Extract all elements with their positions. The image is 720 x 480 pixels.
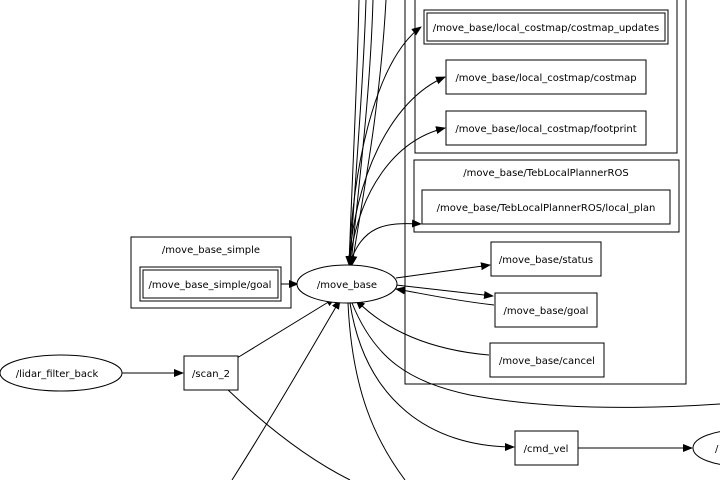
topic-move-base-simple-goal[interactable]: /move_base_simple/goal <box>139 266 282 302</box>
edge-cancel-to-move-base <box>355 299 490 356</box>
topic-label: /move_base/local_costmap/footprint <box>455 124 636 135</box>
edge-upstream-4 <box>349 0 387 266</box>
cluster-move-base-simple: /move_base_simple <box>130 236 292 309</box>
node-label: / <box>715 444 719 455</box>
edge-move-base-to-status <box>395 262 491 279</box>
topic-goal[interactable]: /move_base/goal <box>494 292 598 328</box>
cluster-teb-local-planner: /move_base/TebLocalPlannerROS <box>413 159 680 233</box>
topic-label: /move_base/local_costmap/costmap <box>455 73 636 84</box>
topic-cancel[interactable]: /move_base/cancel <box>489 342 605 378</box>
topic-label: /move_base_simple/goal <box>149 280 272 291</box>
topic-label: /move_base/TebLocalPlannerROS/local_plan <box>437 203 656 214</box>
edge-scan-2-offscreen <box>226 388 351 480</box>
edge-goal-to-move-base <box>395 286 495 306</box>
topic-local-costmap-updates[interactable]: /move_base/local_costmap/costmap_updates <box>423 9 669 45</box>
edge-upstream-3 <box>347 0 374 266</box>
topic-teb-local-plan[interactable]: /move_base/TebLocalPlannerROS/local_plan <box>421 189 671 225</box>
edge-move-base-to-costmap-updates <box>348 26 422 267</box>
edge-bottom-left-to-move-base <box>231 299 341 480</box>
node-partial-right[interactable]: / <box>692 430 720 466</box>
edge-move-base-long-right <box>351 302 720 408</box>
node-move-base[interactable]: /move_base <box>296 264 398 304</box>
topic-label: /move_base/goal <box>504 306 589 317</box>
edge-move-base-to-goal <box>395 284 494 299</box>
topic-label: /move_base/local_costmap/costmap_updates <box>433 23 660 34</box>
cluster-move-base <box>404 0 687 385</box>
topic-local-footprint[interactable]: /move_base/local_costmap/footprint <box>445 110 647 146</box>
edge-move-base-to-local-plan <box>348 219 422 267</box>
topic-status[interactable]: /move_base/status <box>490 241 602 277</box>
cluster-local-costmap <box>414 0 678 154</box>
topic-local-costmap[interactable]: /move_base/local_costmap/costmap <box>445 59 647 95</box>
topic-label: /move_base/cancel <box>499 356 595 367</box>
edge-move-base-bottom <box>347 302 406 480</box>
node-label: /lidar_filter_back <box>16 369 99 380</box>
edge-upstream-1 <box>345 0 360 266</box>
edge-move-base-to-cmd-vel <box>349 302 515 451</box>
edge-scan-2-to-move-base <box>236 297 336 359</box>
edges <box>122 0 720 480</box>
edge-upstream-2 <box>346 0 367 266</box>
topic-scan-2[interactable]: /scan_2 <box>183 355 239 391</box>
topic-label: /scan_2 <box>192 369 230 380</box>
node-label: /move_base <box>317 280 377 291</box>
topic-label: /move_base/status <box>499 255 593 266</box>
cluster-move-base-simple-label: /move_base_simple <box>162 245 260 256</box>
topic-label: /cmd_vel <box>524 444 569 455</box>
topic-cmd-vel[interactable]: /cmd_vel <box>514 430 579 466</box>
edge-move-base-to-costmap <box>348 76 446 267</box>
node-lidar-filter-back[interactable]: /lidar_filter_back <box>0 354 123 392</box>
cluster-teb-label: /move_base/TebLocalPlannerROS <box>463 168 628 179</box>
